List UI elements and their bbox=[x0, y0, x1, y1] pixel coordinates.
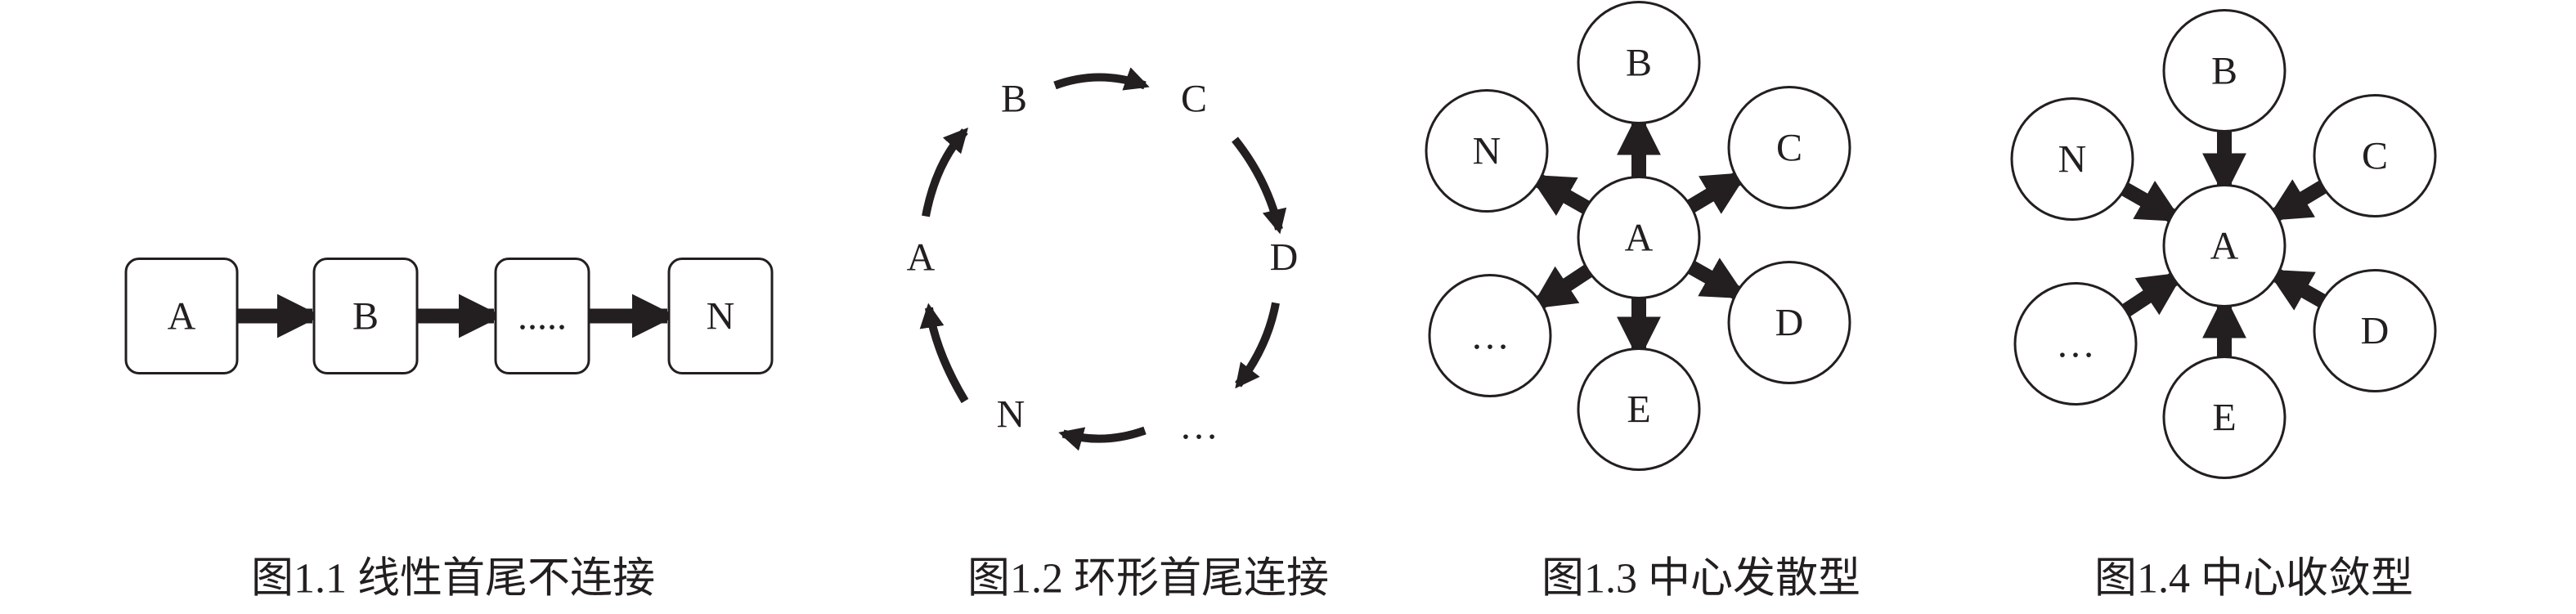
cycle-arrow bbox=[1058, 426, 1147, 451]
node-label: N bbox=[997, 393, 1025, 437]
caption-fig-1-4: 图1.4 中心收敛型 bbox=[2094, 556, 2413, 603]
satellite-node bbox=[2010, 97, 2134, 221]
node-label: … bbox=[2056, 323, 2095, 366]
node-label: C bbox=[1181, 78, 1207, 121]
figure-1-4-convergent: A B C D E … N bbox=[2010, 9, 2437, 479]
node-label: E bbox=[2212, 397, 2236, 440]
outward-arrow bbox=[1684, 170, 1748, 215]
satellite-node bbox=[1577, 347, 1701, 471]
node-label: B bbox=[1626, 42, 1652, 85]
node-label: E bbox=[1627, 388, 1650, 432]
outward-arrow bbox=[1685, 258, 1748, 301]
center-label: A bbox=[2210, 225, 2239, 268]
node-label: … bbox=[1179, 405, 1218, 448]
node-label: A bbox=[907, 236, 936, 280]
node-label: B bbox=[352, 295, 379, 338]
center-node bbox=[2162, 184, 2287, 307]
node-label: D bbox=[1775, 302, 1804, 345]
inward-arrow bbox=[2118, 180, 2183, 224]
node-label: C bbox=[1776, 127, 1802, 170]
cycle-arrow bbox=[1053, 67, 1150, 91]
node-label: N bbox=[707, 295, 735, 338]
cycle-arrow bbox=[922, 128, 969, 217]
inward-arrow bbox=[2119, 271, 2184, 319]
caption-fig-1-3: 图1.3 中心发散型 bbox=[1542, 556, 1860, 603]
cycle-arrow bbox=[919, 303, 969, 404]
satellite-node bbox=[2313, 94, 2437, 217]
satellite-node bbox=[2162, 356, 2287, 479]
cycle-arrow bbox=[1232, 137, 1287, 235]
node-label: A bbox=[168, 295, 196, 338]
node-label: ..... bbox=[518, 295, 567, 338]
node-box bbox=[667, 258, 774, 374]
node-label: D bbox=[2361, 310, 2390, 353]
center-label: A bbox=[1625, 217, 1654, 260]
node-label: B bbox=[1001, 78, 1027, 121]
satellite-node bbox=[2313, 269, 2437, 392]
outward-arrow bbox=[1530, 262, 1595, 311]
figure-1-2-ring: A B C D … N bbox=[907, 67, 1299, 451]
satellite-node bbox=[1425, 89, 1549, 213]
satellite-node bbox=[2162, 9, 2287, 132]
outward-arrow bbox=[1528, 173, 1593, 217]
node-label: … bbox=[1470, 315, 1510, 358]
node-label: B bbox=[2211, 50, 2237, 93]
center-node bbox=[1577, 176, 1701, 299]
satellite-node bbox=[2013, 282, 2138, 406]
node-label: C bbox=[2362, 135, 2388, 178]
satellite-node bbox=[1577, 1, 1701, 124]
satellite-node bbox=[1727, 261, 1851, 384]
inward-arrow bbox=[2266, 267, 2329, 311]
satellite-node bbox=[1428, 274, 1552, 397]
satellite-node bbox=[1727, 86, 1851, 209]
inward-arrow bbox=[2265, 178, 2330, 223]
node-label: N bbox=[1473, 130, 1501, 173]
figure-1-3-divergent: A B C D E … N bbox=[1425, 1, 1851, 471]
caption-fig-1-1: 图1.1 线性首尾不连接 bbox=[251, 556, 655, 603]
figure-1-1-linear: A B..... N bbox=[124, 258, 774, 374]
node-label: D bbox=[1270, 236, 1299, 280]
caption-fig-1-2: 图1.2 环形首尾连接 bbox=[967, 556, 1329, 603]
node-label: N bbox=[2058, 138, 2087, 182]
cycle-arrow bbox=[1235, 302, 1280, 389]
